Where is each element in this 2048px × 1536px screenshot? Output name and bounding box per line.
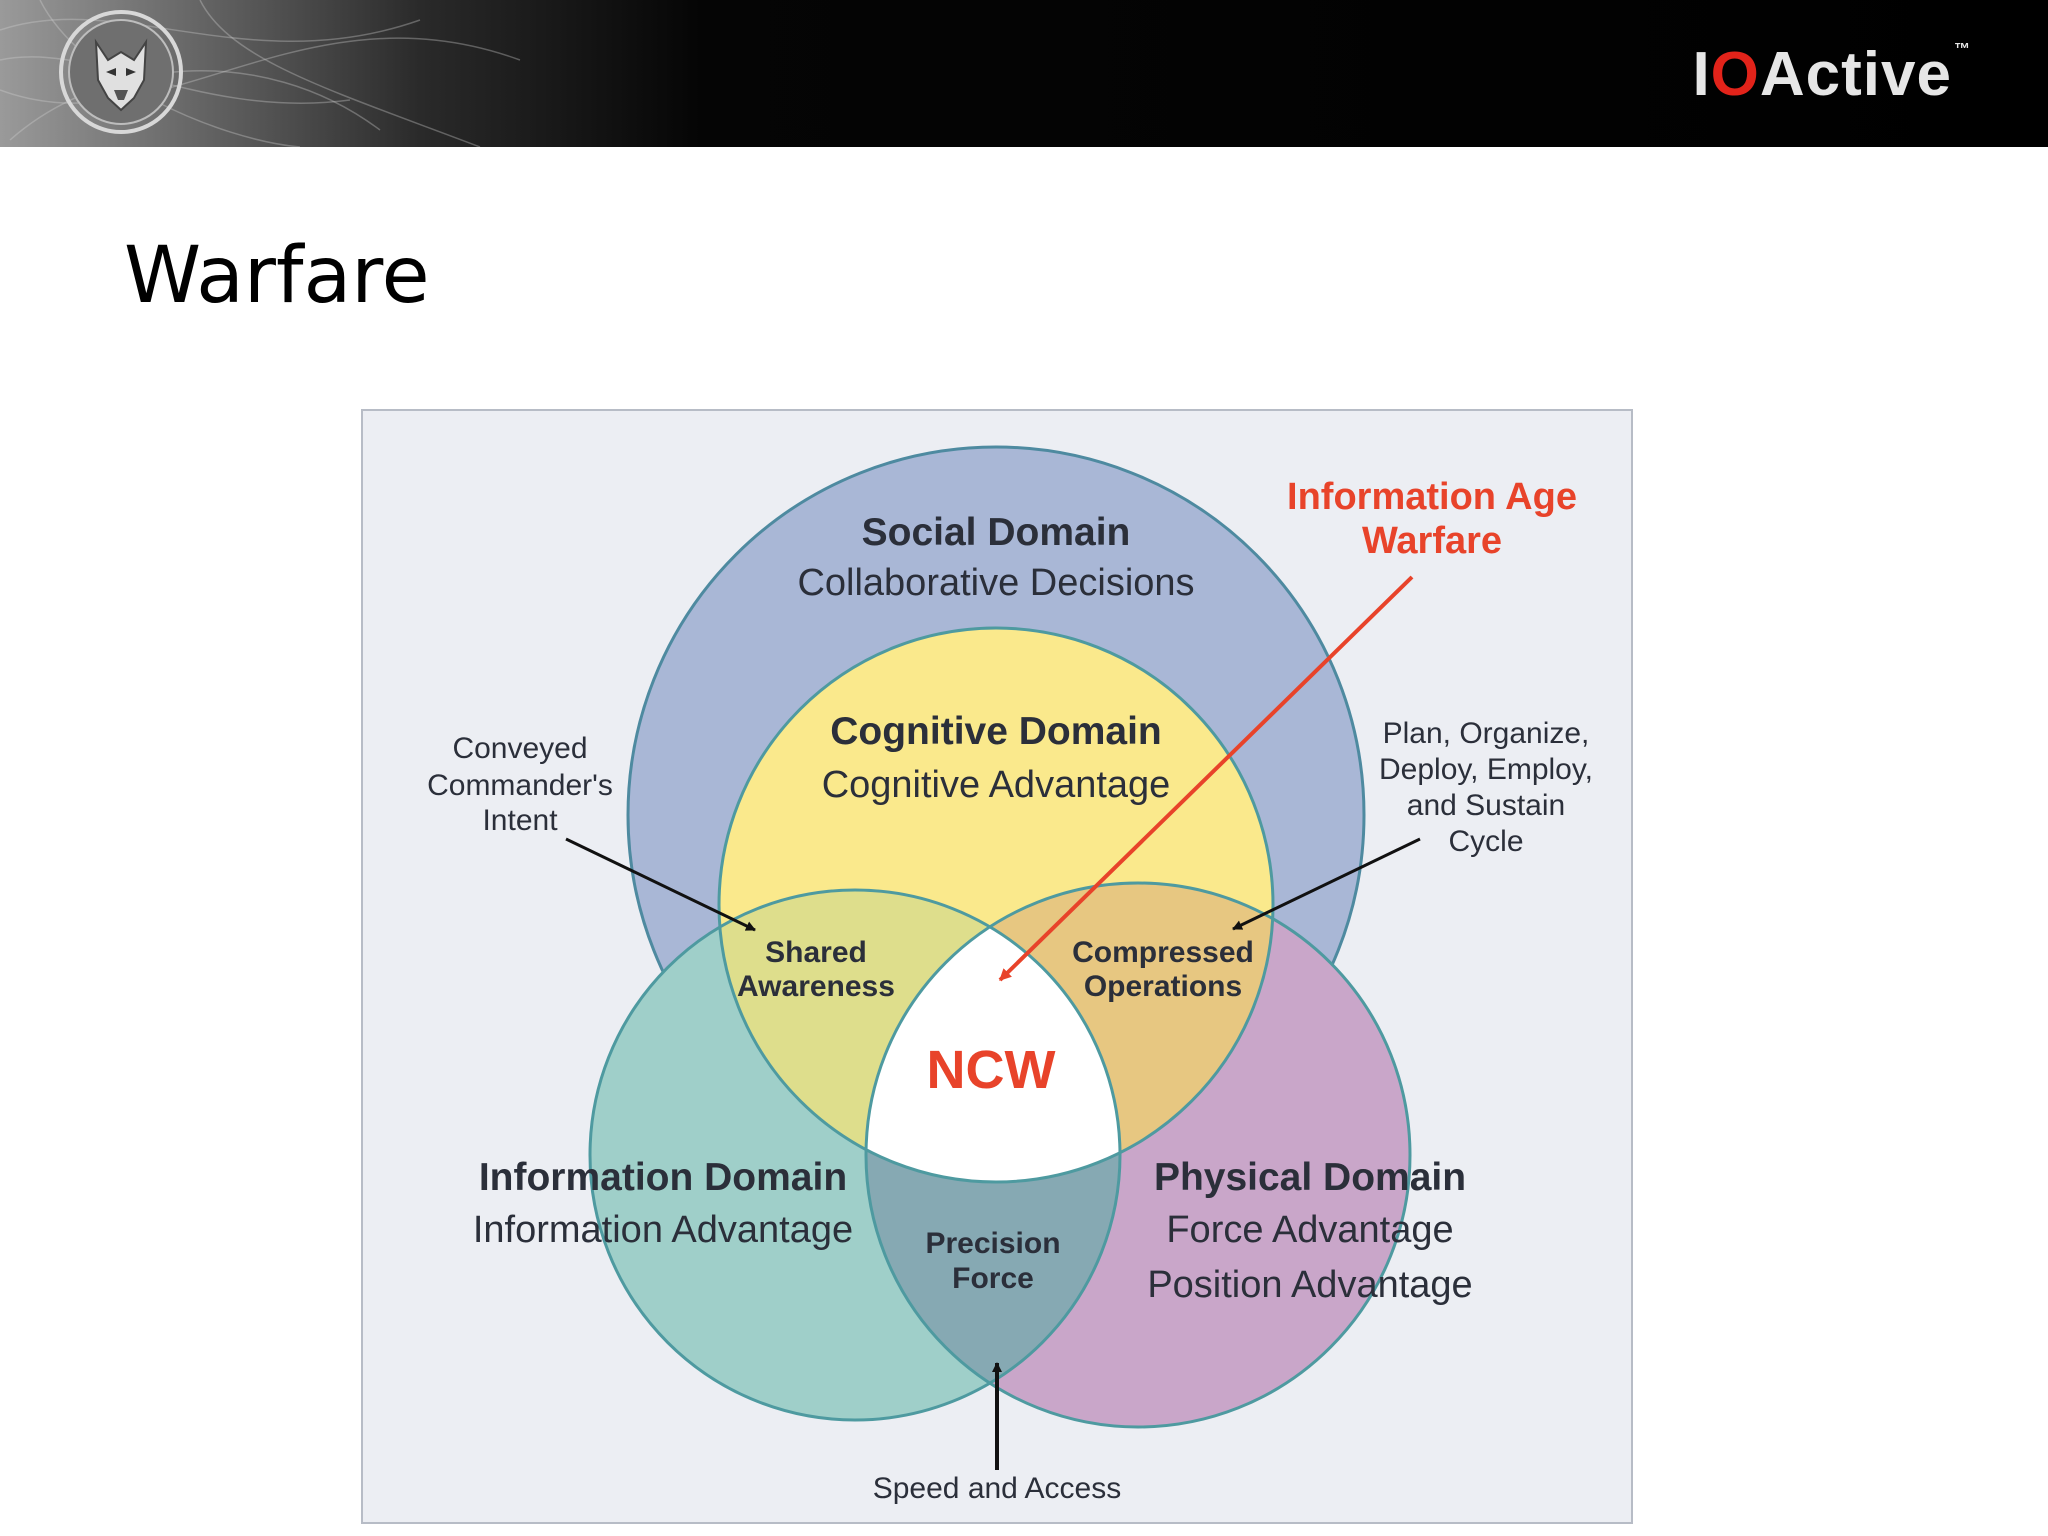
slide-title: Warfare [124, 231, 430, 321]
knight-mask-logo-icon [59, 10, 183, 134]
plan-cycle-label-4: Cycle [1448, 825, 1523, 858]
information-domain-outline [588, 888, 1122, 1422]
ncw-center-label: NCW [927, 1040, 1056, 1100]
social-domain-title: Social Domain [862, 511, 1131, 554]
compressed-operations-label-2: Operations [1084, 970, 1242, 1003]
plan-cycle-label-1: Plan, Organize, [1383, 717, 1590, 750]
info-age-warfare-arrow [998, 575, 1414, 982]
info-age-warfare-label-2: Warfare [1362, 520, 1502, 562]
cognitive-domain-outline [717, 626, 1275, 1184]
speed-access-label: Speed and Access [873, 1472, 1122, 1505]
plan-cycle-label-3: and Sustain [1407, 789, 1565, 822]
conveyed-intent-label-1: Conveyed [452, 732, 587, 765]
precision-force-label-2: Force [952, 1262, 1034, 1295]
cognitive-domain-subtitle: Cognitive Advantage [822, 764, 1171, 806]
plan-cycle-label-2: Deploy, Employ, [1379, 753, 1593, 786]
conveyed-intent-arrow [565, 837, 756, 932]
information-domain-subtitle: Information Advantage [473, 1209, 853, 1251]
conveyed-intent-label-2: Commander's [427, 769, 613, 802]
info-age-warfare-label-1: Information Age [1287, 476, 1577, 518]
plan-cycle-arrow [1232, 837, 1421, 931]
social-domain-subtitle: Collaborative Decisions [797, 562, 1194, 604]
precision-force-label-1: Precision [925, 1227, 1060, 1260]
conveyed-intent-label-3: Intent [482, 804, 558, 837]
physical-domain-outline [864, 881, 1412, 1429]
ncw-center-region [866, 890, 1120, 1182]
cognitive-domain-title: Cognitive Domain [830, 710, 1162, 753]
shared-awareness-label-1: Shared [765, 936, 867, 969]
compressed-operations-label-1: Compressed [1072, 936, 1254, 969]
shared-awareness-label-2: Awareness [737, 970, 895, 1003]
physical-domain-line-1: Force Advantage [1166, 1209, 1453, 1251]
physical-domain-line-2: Position Advantage [1147, 1264, 1472, 1306]
physical-domain-title: Physical Domain [1154, 1156, 1466, 1199]
information-domain-title: Information Domain [479, 1156, 847, 1199]
